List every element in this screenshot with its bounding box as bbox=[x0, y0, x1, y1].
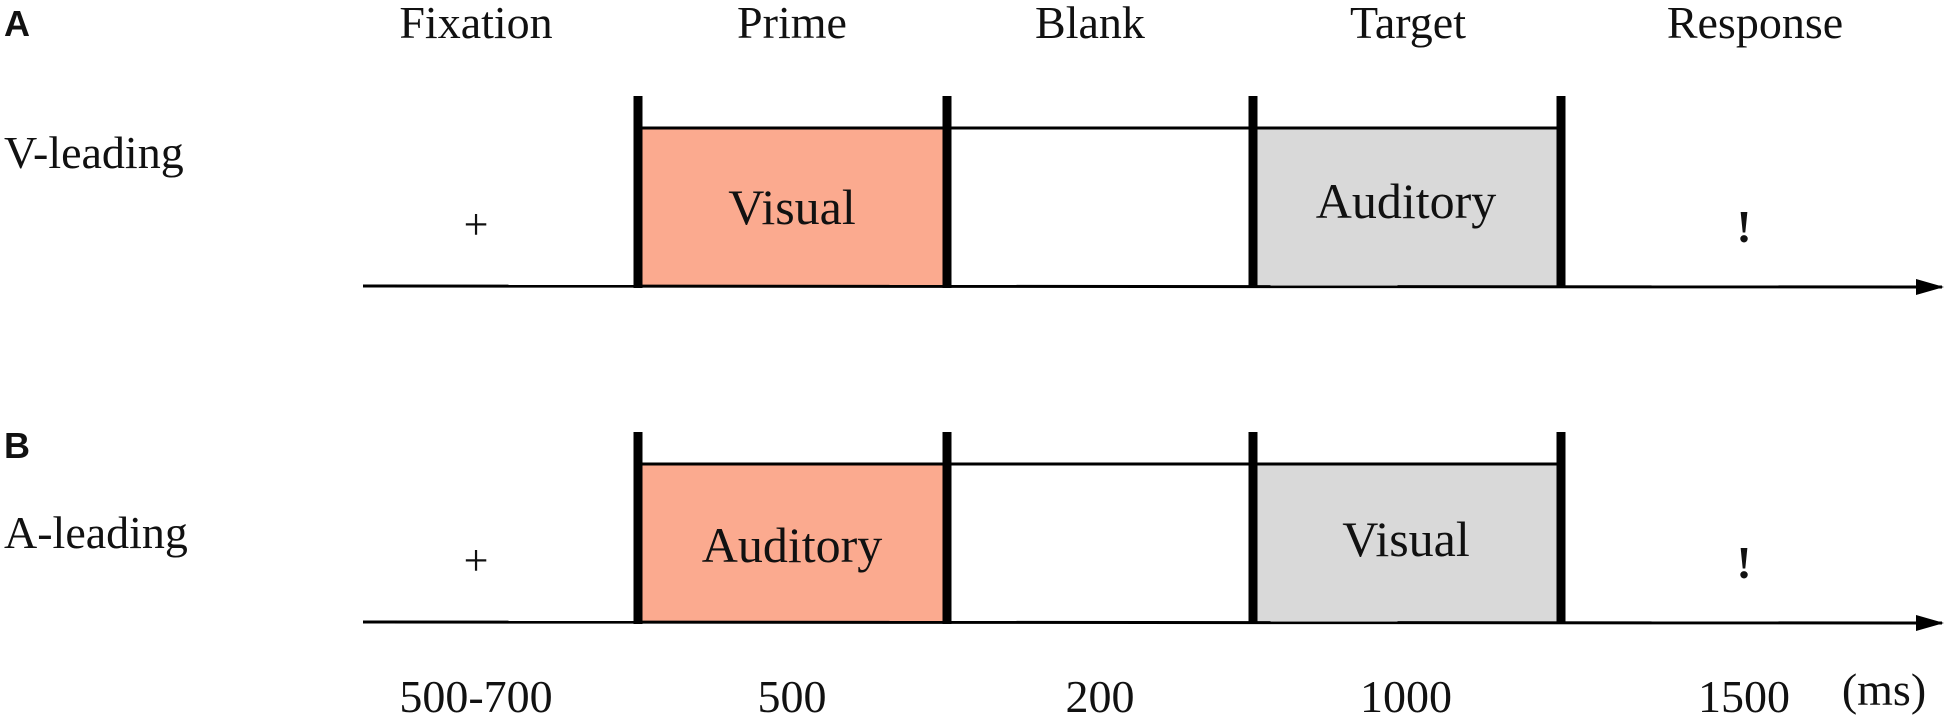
fixation-cross: + bbox=[464, 200, 489, 249]
panel-b: B A-leading + Auditory Visual ! bbox=[4, 425, 1944, 631]
duration-fixation: 500-700 bbox=[399, 671, 552, 722]
prime-label: Visual bbox=[728, 179, 856, 235]
fixation-cross: + bbox=[464, 536, 489, 585]
duration-response: 1500 bbox=[1698, 671, 1790, 722]
duration-labels: 500-700 500 200 1000 1500 (ms) bbox=[399, 664, 1926, 722]
prime-box bbox=[638, 129, 948, 285]
response-symbol: ! bbox=[1736, 537, 1751, 588]
prime-box bbox=[638, 465, 948, 621]
phase-header-target: Target bbox=[1350, 0, 1466, 48]
duration-unit: (ms) bbox=[1842, 664, 1926, 715]
phase-headers: Fixation Prime Blank Target Response bbox=[399, 0, 1843, 48]
timeline-arrow bbox=[362, 614, 1944, 631]
duration-prime: 500 bbox=[758, 671, 827, 722]
target-label: Auditory bbox=[1316, 173, 1497, 229]
target-box bbox=[1256, 465, 1562, 621]
timeline-arrow bbox=[362, 278, 1944, 295]
panel-letter-a: A bbox=[4, 3, 30, 44]
condition-label-a-leading: A-leading bbox=[4, 507, 188, 558]
condition-label-v-leading: V-leading bbox=[4, 127, 184, 178]
phase-header-blank: Blank bbox=[1035, 0, 1145, 48]
response-symbol: ! bbox=[1736, 201, 1751, 252]
duration-target: 1000 bbox=[1360, 671, 1452, 722]
phase-header-prime: Prime bbox=[737, 0, 847, 48]
duration-blank: 200 bbox=[1066, 671, 1135, 722]
prime-label: Auditory bbox=[702, 517, 883, 573]
panel-a: A V-leading + Visual Auditory ! bbox=[4, 3, 1944, 295]
target-box bbox=[1256, 129, 1562, 285]
phase-header-fixation: Fixation bbox=[399, 0, 552, 48]
phase-header-response: Response bbox=[1667, 0, 1843, 48]
panel-letter-b: B bbox=[4, 425, 30, 466]
target-label: Visual bbox=[1342, 511, 1470, 567]
